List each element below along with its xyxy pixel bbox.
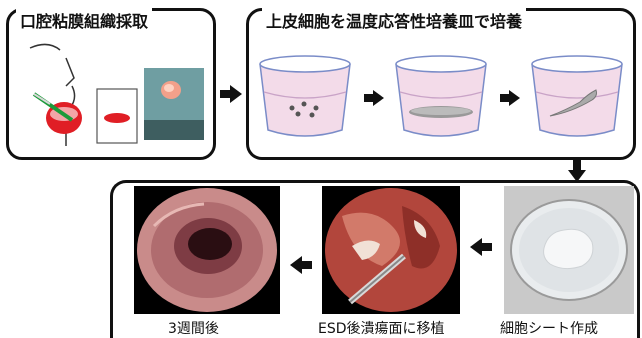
- step5-caption: 3週間後: [168, 318, 219, 338]
- culture-dish-3: [526, 52, 628, 144]
- tissue-photo: [144, 68, 204, 140]
- esd-transplant-photo: [322, 186, 460, 314]
- arrow-down-icon: [568, 160, 586, 182]
- tissue-sample-icon: [96, 88, 138, 144]
- culture-dish-2: [390, 52, 492, 144]
- step4-caption: ESD後潰瘍面に移植: [318, 318, 445, 338]
- arrow-left-icon: [470, 238, 492, 256]
- three-weeks-photo: [134, 186, 280, 314]
- arrow-right-icon: [500, 90, 520, 106]
- arrow-right-icon: [220, 85, 242, 103]
- arrow-right-icon: [364, 90, 384, 106]
- arrow-left-icon: [290, 256, 312, 274]
- cell-sheet-photo: [504, 186, 634, 314]
- step3-caption: 細胞シート作成: [500, 318, 598, 338]
- step1-title: 口腔粘膜組織採取: [16, 8, 152, 32]
- step2-title: 上皮細胞を温度応答性培養皿で培養: [262, 8, 526, 32]
- culture-dish-1: [254, 52, 356, 144]
- mouth-biopsy-illustration: [20, 38, 90, 148]
